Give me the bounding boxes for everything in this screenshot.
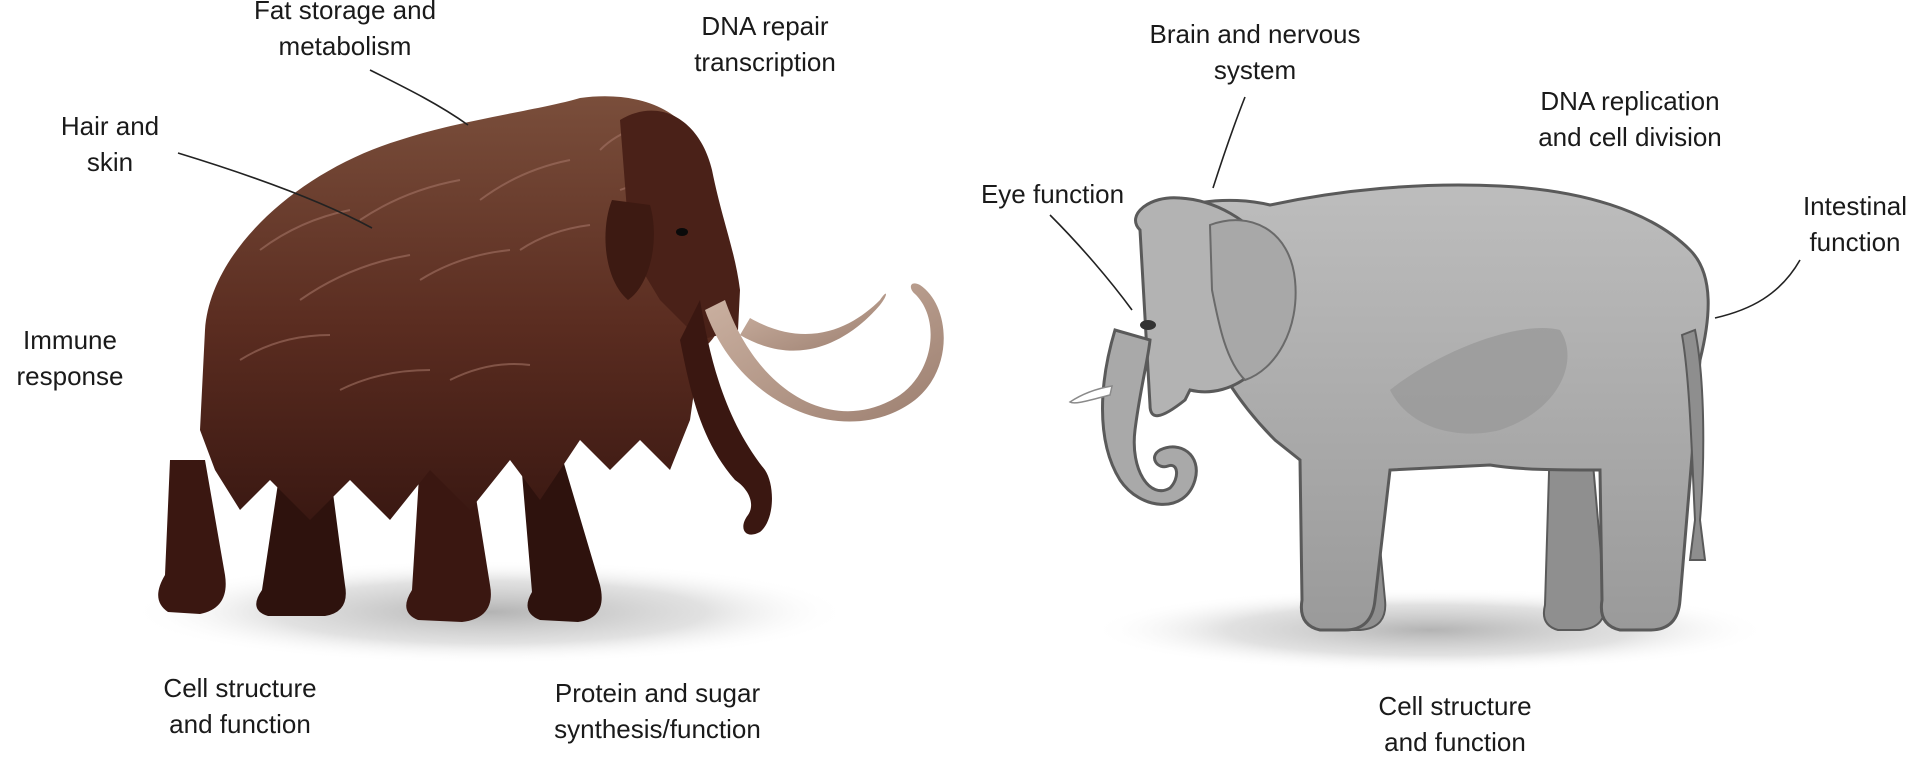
label-mammoth-cell: Cell structure and function [145,670,335,742]
label-hair-line-1: Hair and [60,111,160,141]
leader-lines [177,69,1801,319]
mammoth-fur-strokes [239,124,671,391]
label-intestinal-line-1: Intestinal [1802,191,1908,221]
elephant-trunk [1101,328,1198,506]
elephant-illustration [1068,183,1770,672]
label-intestinal-line-2: function [1809,227,1901,257]
label-dna-replication-line-2: and cell division [1538,122,1722,152]
label-dna-replication: DNA replication and cell division [1515,83,1745,155]
label-brain-line-1: Brain and nervous [1149,19,1361,49]
label-eye-function: Eye function [965,176,1140,212]
elephant-eye [1140,320,1156,330]
label-protein-line-1: Protein and sugar [554,678,761,708]
label-brain-nervous: Brain and nervous system [1130,16,1380,88]
mammoth-hind-leg-front [158,460,226,614]
label-dna-replication-line-1: DNA replication [1540,86,1720,116]
mammoth-body [200,96,730,520]
label-elephant-cell-line-2: and function [1384,727,1526,757]
leader-eye [1049,214,1133,311]
label-dna-repair: DNA repair transcription [670,8,860,80]
label-hair-line-2: skin [86,147,134,177]
mammoth-ear [605,200,654,300]
mammoth-eye [676,228,688,236]
label-brain-line-2: system [1213,55,1297,85]
label-fat-line-1: Fat storage and [253,0,437,25]
label-intestinal-function: Intestinal function [1790,188,1920,260]
label-protein-sugar: Protein and sugar synthesis/function [535,675,780,747]
elephant-tail [1680,328,1707,561]
leader-hair [177,152,373,229]
label-mammoth-cell-line-2: and function [169,709,311,739]
label-fat-line-2: metabolism [278,31,412,61]
label-eye-line-1: Eye function [980,179,1125,209]
mammoth-head [620,110,740,340]
label-mammoth-cell-line-1: Cell structure [163,673,317,703]
mammoth-shadow [130,560,850,664]
label-elephant-cell-line-1: Cell structure [1378,691,1532,721]
label-immune-line-1: Immune [23,325,117,355]
mammoth-tusk-front [705,283,944,422]
mammoth-trunk [680,300,772,535]
label-hair-skin: Hair and skin [40,108,180,180]
label-immune-response: Immune response [0,322,140,394]
leader-brain [1212,96,1246,189]
label-dna-repair-line-2: transcription [694,47,836,77]
label-dna-repair-line-1: DNA repair [701,11,829,41]
leader-intestinal [1714,259,1801,319]
mammoth-illustration [130,96,944,664]
elephant-belly-shade [1390,328,1568,434]
label-immune-line-2: response [16,361,124,391]
label-fat-storage: Fat storage and metabolism [240,0,450,64]
label-elephant-cell: Cell structure and function [1360,688,1550,760]
leader-fat [369,69,469,126]
elephant-tusk [1068,385,1113,404]
elephant-ear [1208,219,1297,382]
label-protein-line-2: synthesis/function [554,714,761,744]
mammoth-tusk-back [740,293,886,351]
